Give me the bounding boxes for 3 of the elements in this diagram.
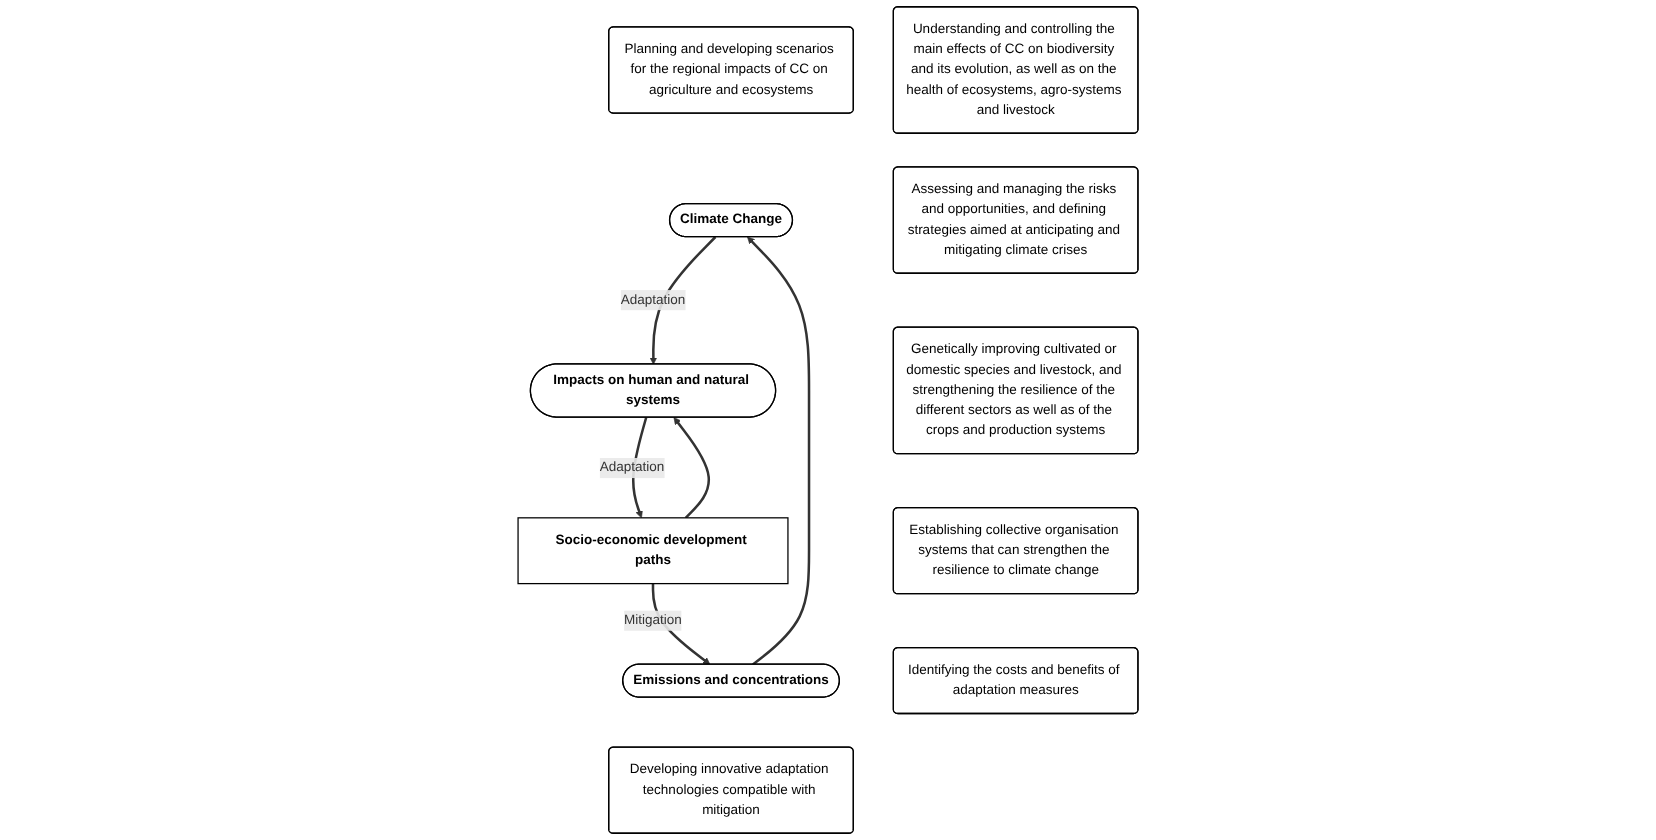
arrow — [747, 236, 811, 666]
arrow — [649, 236, 717, 365]
arrow — [673, 417, 710, 519]
